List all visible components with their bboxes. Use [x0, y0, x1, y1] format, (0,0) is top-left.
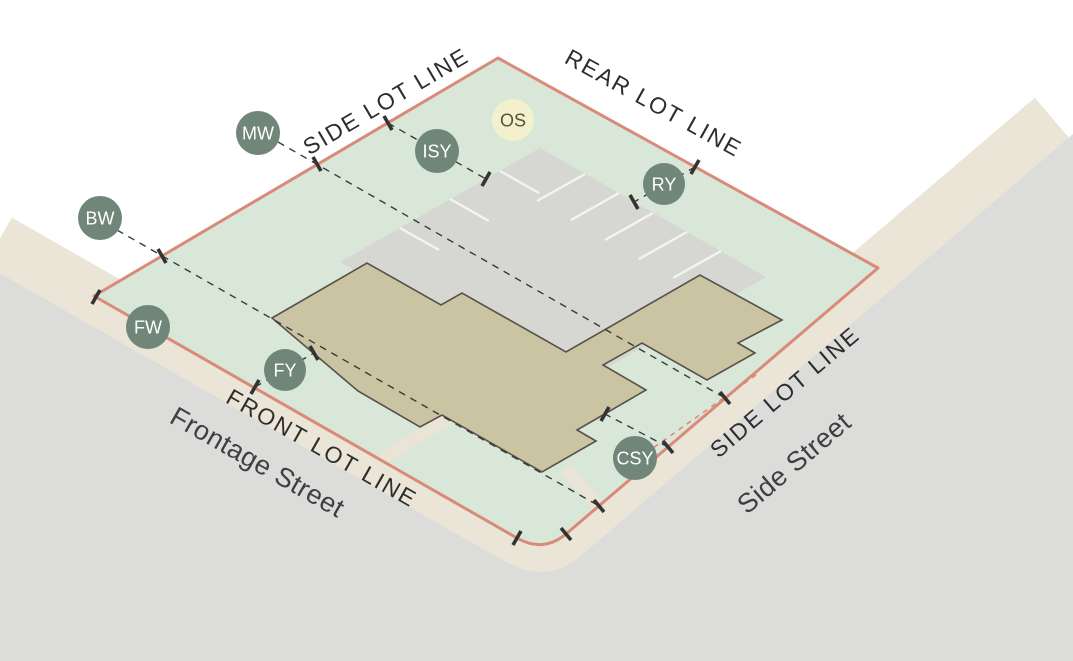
- marker-csy-label: CSY: [616, 448, 653, 468]
- marker-os[interactable]: OS: [492, 99, 534, 141]
- marker-fy-label: FY: [273, 360, 296, 380]
- ry-dimension-line: [633, 166, 696, 203]
- mw-dimension-line: [277, 141, 726, 399]
- marker-ry-label: RY: [652, 174, 677, 194]
- marker-bw-circle[interactable]: [78, 196, 122, 240]
- marker-mw-label: MW: [242, 123, 274, 143]
- fy-dimension-line: [254, 352, 315, 388]
- walkways: [377, 412, 603, 511]
- marker-fw[interactable]: FW: [126, 305, 170, 349]
- marker-csy[interactable]: CSY: [613, 436, 657, 480]
- marker-isy[interactable]: ISY: [415, 129, 459, 173]
- marker-ry-circle[interactable]: [643, 163, 685, 205]
- marker-fw-circle[interactable]: [126, 305, 170, 349]
- measurement-markers: MW BW FW OS ISY RY FY CSY: [78, 99, 685, 480]
- marker-mw[interactable]: MW: [236, 111, 280, 155]
- marker-fy-circle[interactable]: [264, 349, 306, 391]
- marker-os-label: OS: [500, 110, 526, 130]
- street-area: [0, 134, 1073, 661]
- marker-ry[interactable]: RY: [643, 163, 685, 205]
- marker-mw-circle[interactable]: [236, 111, 280, 155]
- walkway-front: [377, 412, 454, 465]
- marker-isy-label: ISY: [422, 141, 451, 161]
- marker-fy[interactable]: FY: [264, 349, 306, 391]
- marker-fw-label: FW: [134, 317, 162, 337]
- dimension-ticks: [90, 115, 732, 546]
- marker-bw-label: BW: [86, 208, 115, 228]
- parking-stall-lines: [399, 169, 722, 280]
- walkway-corner: [561, 464, 603, 511]
- marker-csy-circle[interactable]: [613, 436, 657, 480]
- marker-isy-circle[interactable]: [415, 129, 459, 173]
- marker-os-circle[interactable]: [492, 99, 534, 141]
- marker-bw[interactable]: BW: [78, 196, 122, 240]
- lot-outline: [92, 56, 880, 546]
- building-footprint: [270, 262, 784, 473]
- bw-dimension-line: [116, 229, 600, 507]
